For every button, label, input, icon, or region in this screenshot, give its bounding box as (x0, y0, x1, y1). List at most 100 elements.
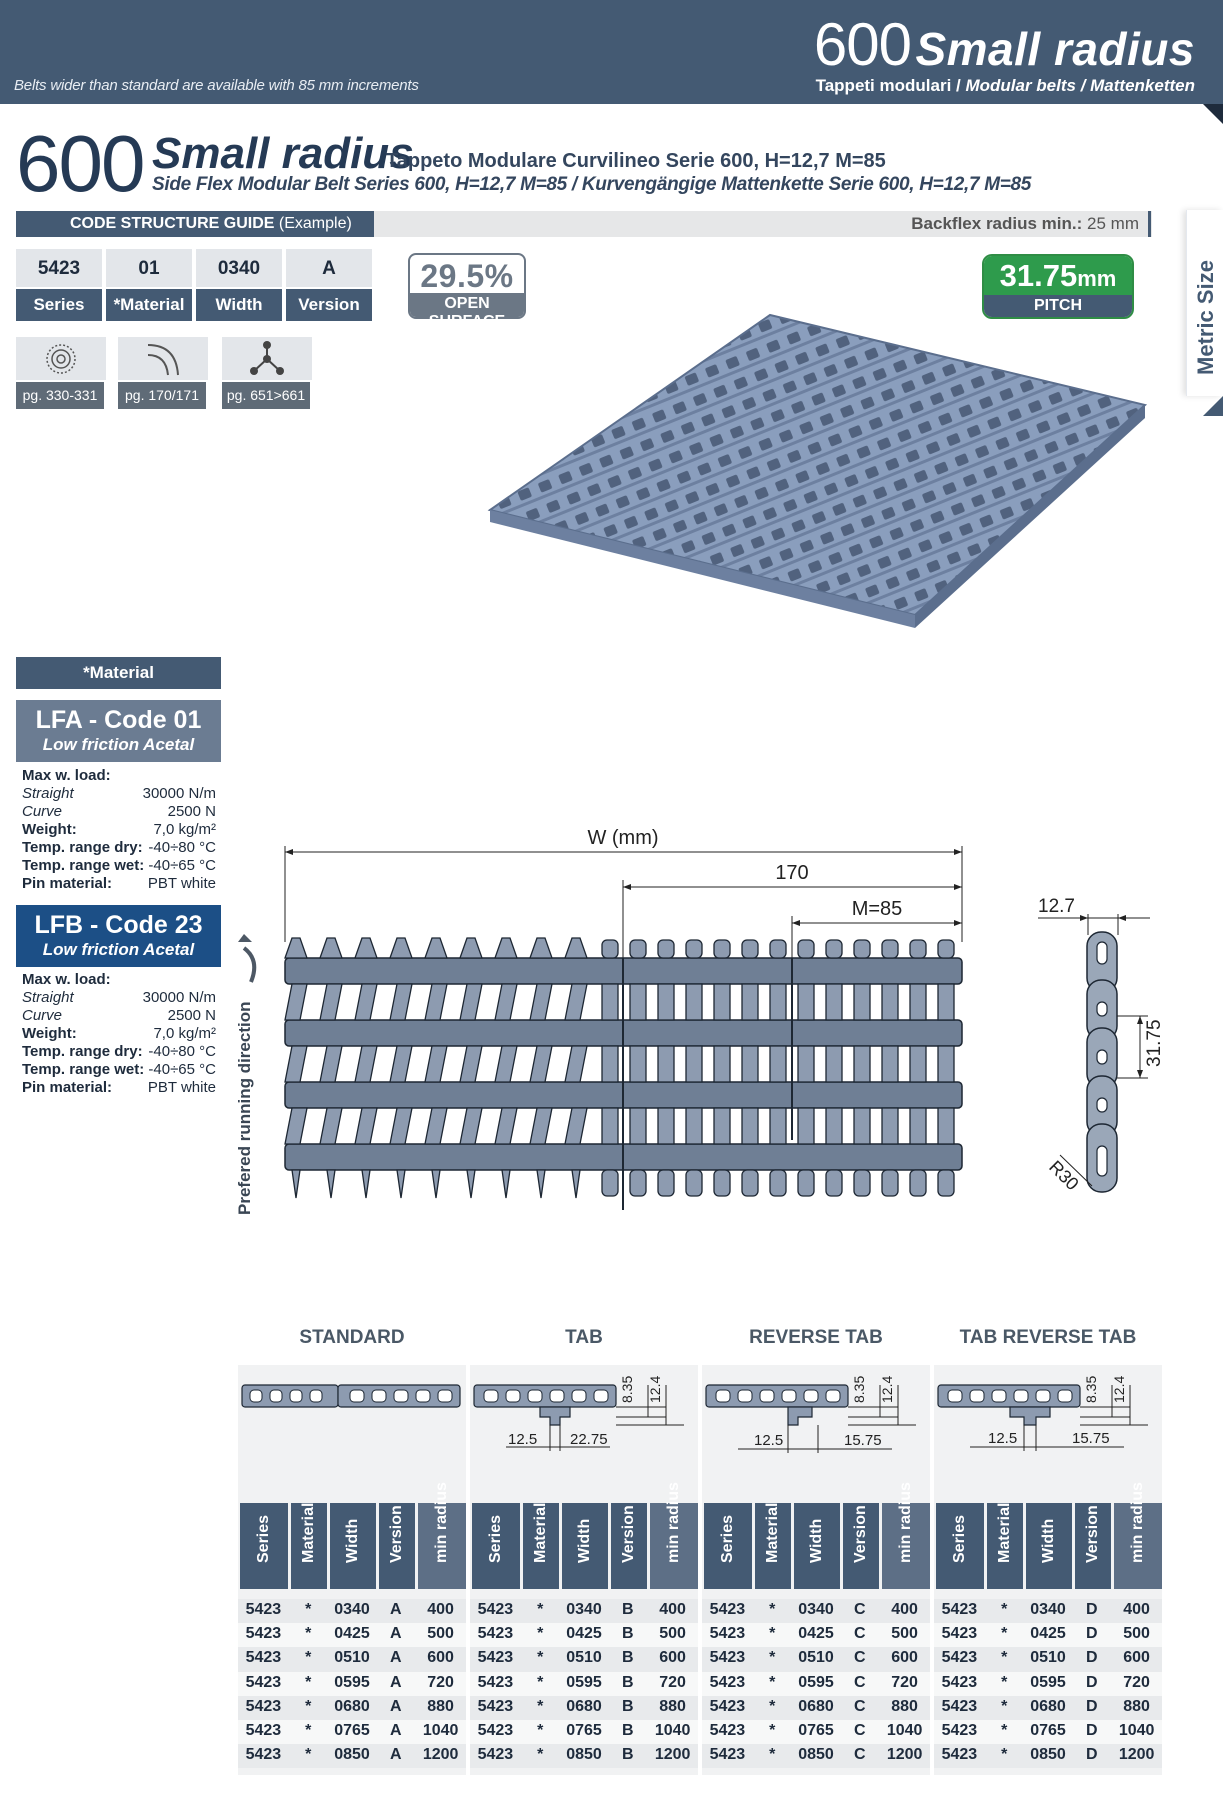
table-cell: * (769, 1746, 776, 1764)
width-dimension-label: W (mm) (587, 827, 658, 849)
table-cell: * (769, 1601, 776, 1618)
code-label: Series (16, 289, 102, 321)
material-lfb: LFB - Code 23 Low friction Acetal (16, 905, 221, 967)
table-column-header-label: Series (487, 1514, 504, 1563)
header-subtitle-it: Tappeti modulari / (815, 76, 966, 95)
spec-key: Curve (22, 1007, 63, 1024)
code-guide-label: CODE STRUCTURE GUIDE (70, 215, 275, 232)
table-cell: 500 (891, 1625, 918, 1643)
table-cell: D (1086, 1673, 1098, 1691)
table-cell: 0850 (798, 1746, 834, 1764)
material-code: LFA - Code 01 (35, 706, 202, 734)
table-cell: 0340 (1030, 1601, 1066, 1618)
code-value: 0340 (196, 249, 282, 287)
header-subtitle-en-de: Modular belts / Mattenketten (965, 76, 1195, 95)
table-cell: * (305, 1721, 312, 1739)
code-version: A Version (286, 249, 372, 321)
table-cell: 0510 (798, 1649, 834, 1667)
table-cell: 5423 (709, 1673, 746, 1691)
page-ref-curve[interactable]: pg. 170/171 (118, 337, 208, 409)
tab-dim-height-b: 12.4 (647, 1376, 663, 1403)
version-title-reverse-tab: REVERSE TAB (749, 1327, 883, 1348)
side-tab-metric-size[interactable]: Metric Size (1186, 210, 1223, 396)
table-cell: 400 (659, 1601, 686, 1618)
table-cell: D (1086, 1697, 1098, 1715)
table-cell: 5423 (709, 1721, 746, 1739)
page-ref-sprocket[interactable]: pg. 330-331 (16, 337, 106, 409)
table-cell: 5423 (477, 1697, 514, 1715)
table-cell: C (854, 1673, 866, 1691)
table-cell: 720 (891, 1673, 918, 1691)
header-title-text: Small radius (915, 23, 1195, 75)
table-cell: 880 (427, 1697, 454, 1715)
table-cell: 5423 (941, 1673, 978, 1691)
tab-dim-span: 22.75 (570, 1431, 608, 1448)
page-ref-label: pg. 330-331 (16, 382, 104, 409)
table-cell: 5423 (709, 1625, 746, 1643)
table-cell: 0510 (566, 1649, 602, 1667)
table-cell: A (390, 1625, 402, 1643)
spec-key: Temp. range wet: (22, 1061, 145, 1078)
page-ref-accessories[interactable]: pg. 651>661 (222, 337, 312, 409)
corner-mark-top (1203, 104, 1223, 124)
page-ref-label: pg. 651>661 (222, 382, 310, 409)
pitch-badge: 31.75mm PITCH (982, 254, 1134, 319)
backflex-label: Backflex radius min.: (911, 214, 1083, 233)
material-code: LFB - Code 23 (34, 911, 203, 939)
version-title-standard: STANDARD (299, 1327, 405, 1348)
table-cell: 5423 (709, 1697, 746, 1715)
code-series: 5423 Series (16, 249, 102, 321)
table-column-header: min radius (1114, 1482, 1162, 1589)
table-column-header: Version (379, 1503, 415, 1589)
table-cell: 1040 (422, 1721, 459, 1739)
table-cell: 5423 (477, 1601, 514, 1618)
table-cell: D (1086, 1746, 1098, 1764)
table-cell: * (305, 1625, 312, 1643)
spec-key: Max w. load: (22, 971, 111, 988)
spec-key: Max w. load: (22, 767, 111, 784)
table-cell: 0680 (334, 1697, 370, 1715)
tab-dim-height-a: 8.35 (619, 1376, 635, 1403)
code-value: A (286, 249, 372, 287)
table-cell: * (305, 1673, 312, 1691)
table-cell: 400 (427, 1601, 454, 1618)
header-band (0, 0, 1223, 104)
table-cell: * (1001, 1601, 1008, 1618)
table-cell: 880 (891, 1697, 918, 1715)
sprocket-icon (16, 337, 106, 380)
corner-mark-bottom (1203, 396, 1223, 416)
reverse-tab-dim-height-a: 8.35 (851, 1376, 867, 1403)
table-cell: 600 (891, 1649, 918, 1667)
table-column-header-label: Version (620, 1505, 637, 1563)
pitch-value: 31.75 (999, 258, 1078, 293)
table-cell: A (390, 1601, 402, 1618)
table-cell: 600 (1123, 1649, 1150, 1667)
table-cell: 0595 (334, 1673, 370, 1691)
table-cell: 0340 (334, 1601, 370, 1618)
table-column-header-label: Material (996, 1502, 1013, 1563)
table-cell: 5423 (245, 1673, 282, 1691)
code-value: 01 (106, 249, 192, 287)
table-cell: 5423 (941, 1721, 978, 1739)
table-cell: 0510 (1030, 1649, 1066, 1667)
table-cell: B (622, 1746, 634, 1764)
table-cell: 0425 (798, 1625, 834, 1643)
tab-reverse-tab-dim-height-b: 12.4 (1111, 1376, 1127, 1403)
backflex-value: 25 mm (1087, 214, 1139, 233)
dimension-170-label: 170 (775, 862, 808, 884)
spec-value: PBT white (147, 1079, 216, 1096)
code-width: 0340 Width (196, 249, 282, 321)
